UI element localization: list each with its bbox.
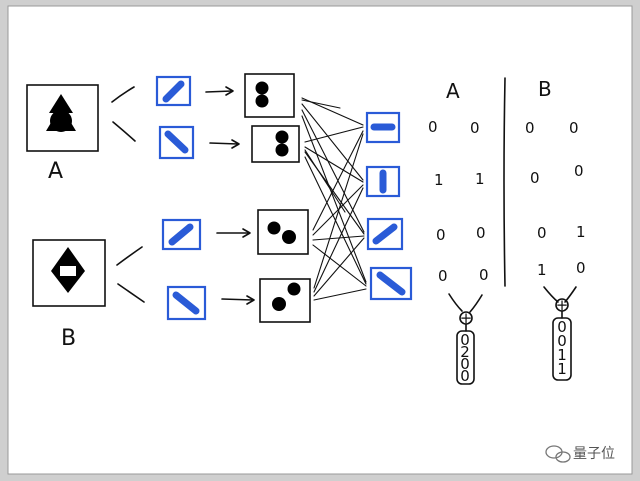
table-a-r1c2: 0: [470, 119, 480, 137]
primary-capsule-4: [166, 285, 207, 321]
table-a-values: 0 0 1 1 0 0 0 0: [428, 118, 489, 285]
table-a-r4c1: 0: [438, 267, 448, 285]
table-b-sum-symbol: +: [556, 296, 569, 314]
table-b-header: B: [538, 77, 552, 101]
table-b-r3c2: 1: [576, 223, 586, 241]
table-b-r2c1: 0: [530, 169, 540, 187]
table-b-sum: +: [543, 286, 577, 381]
input-image-a: [26, 84, 99, 152]
table-b-values: 0 0 0 0 0 1 1 0: [525, 119, 586, 279]
table-a-sum: +: [448, 293, 483, 385]
higher-capsule-3: [366, 217, 404, 251]
table-a-header: A: [446, 79, 460, 103]
table-a-r1c1: 0: [428, 118, 438, 136]
input-label-a: A: [48, 159, 63, 184]
table-a-res-2: 2: [460, 343, 470, 361]
prediction-box-1: [244, 73, 295, 118]
prediction-box-4: [259, 278, 311, 323]
table-b-result: 0 0 1 1: [557, 318, 567, 378]
table-a-r3c2: 0: [476, 224, 486, 242]
table-b-r4c2: 0: [576, 259, 586, 277]
primary-capsule-3: [161, 218, 202, 251]
table-b-r4c1: 1: [537, 261, 547, 279]
input-connectors: [111, 86, 145, 303]
table-a-r2c1: 1: [434, 171, 444, 189]
prediction-box-3: [257, 209, 309, 255]
table-b-r3c1: 0: [537, 224, 547, 242]
primary-capsule-2: [158, 125, 195, 160]
higher-capsule-1: [365, 111, 401, 144]
table-a-result: 0 2 0 0: [460, 331, 470, 385]
table-b-res-2: 0: [557, 332, 567, 350]
prediction-arrows: [205, 86, 255, 305]
table-divider: [503, 77, 506, 287]
table-a-sum-symbol: +: [460, 309, 473, 327]
table-b-r1c2: 0: [569, 119, 579, 137]
table-a-r3c1: 0: [436, 226, 446, 244]
table-b-r2c2: 0: [574, 162, 584, 180]
primary-capsule-1: [155, 75, 192, 107]
input-image-b: [32, 239, 106, 307]
table-b-res-4: 1: [557, 360, 567, 378]
prediction-box-2: [251, 125, 300, 163]
higher-capsule-2: [365, 165, 401, 198]
table-a-res-1: 0: [460, 331, 470, 349]
table-a-res-4: 0: [460, 367, 470, 385]
table-a-res-3: 0: [460, 355, 470, 373]
higher-capsule-4: [369, 266, 413, 301]
table-a-r4c2: 0: [479, 266, 489, 284]
table-b-r1c1: 0: [525, 119, 535, 137]
table-b-res-1: 0: [557, 318, 567, 336]
routing-lines: [301, 97, 367, 301]
table-a-r2c2: 1: [475, 170, 485, 188]
table-b-res-3: 1: [557, 346, 567, 364]
watermark: 量子位: [545, 445, 615, 463]
watermark-text: 量子位: [573, 446, 615, 462]
input-label-b: B: [61, 326, 76, 351]
wechat-icon: [545, 445, 571, 463]
